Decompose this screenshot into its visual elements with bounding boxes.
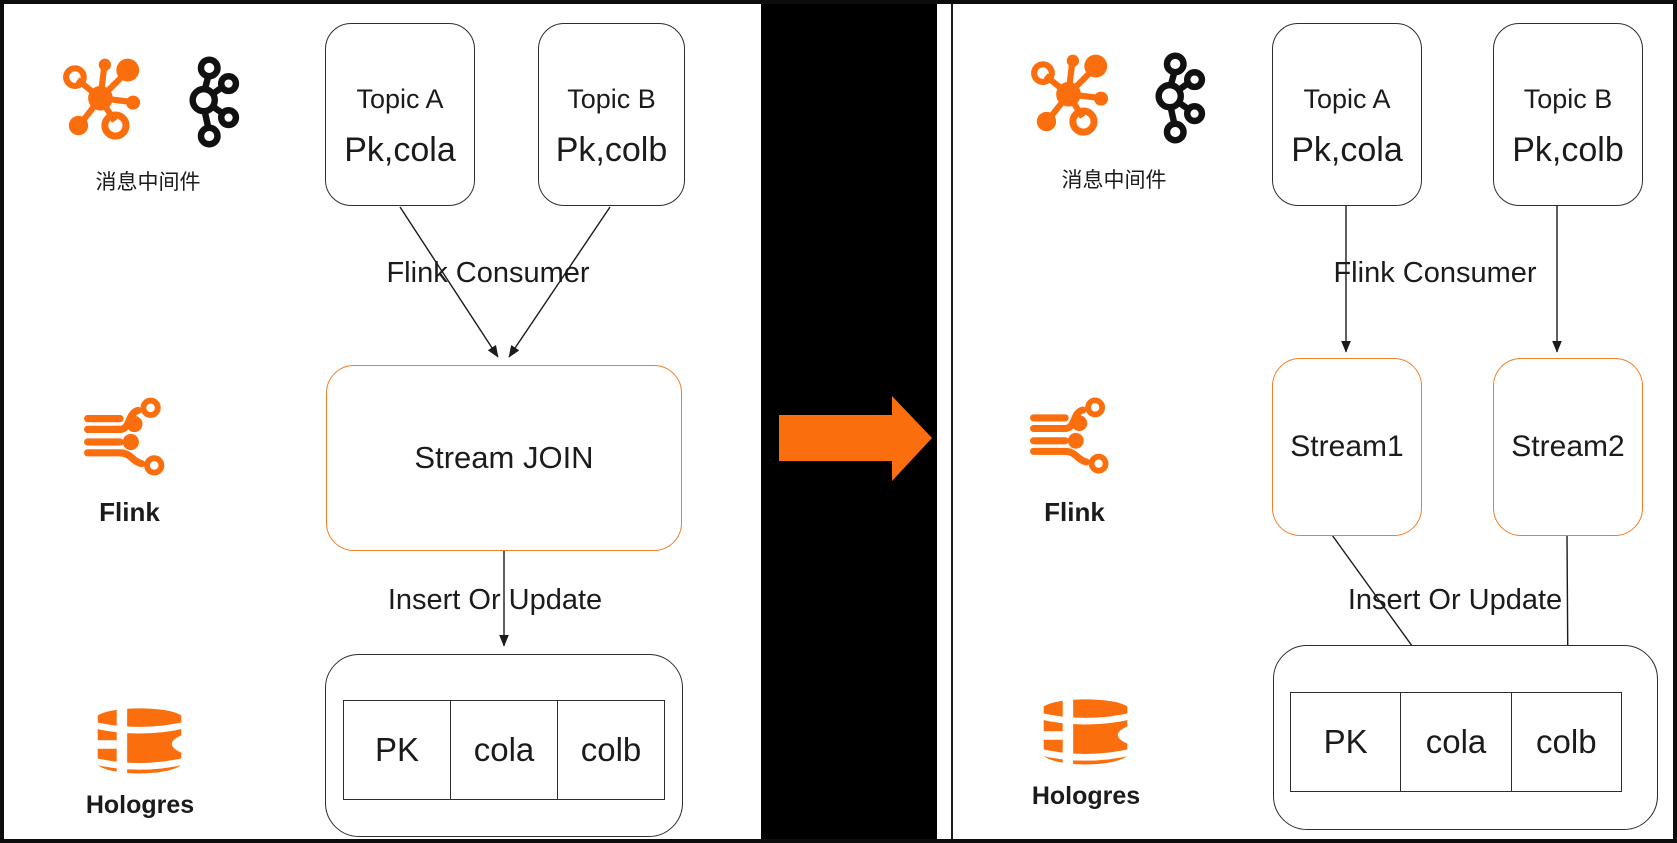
topic-a-box: Topic A Pk,cola bbox=[1272, 23, 1422, 206]
right-panel-edge bbox=[951, 4, 953, 839]
hologres-label: Hologres bbox=[1031, 782, 1141, 810]
mq-splat-icon bbox=[60, 56, 148, 144]
hologres-table: PK cola colb bbox=[343, 700, 665, 800]
middleware-label: 消息中间件 bbox=[1061, 169, 1167, 192]
kafka-icon bbox=[1150, 52, 1206, 144]
flink-consumer-label: Flink Consumer bbox=[1333, 257, 1537, 289]
topic-b-box: Topic B Pk,colb bbox=[538, 23, 685, 206]
flink-label: Flink bbox=[1044, 497, 1105, 527]
topic-b-title: Topic B bbox=[1523, 83, 1613, 114]
insert-or-update-label: Insert Or Update bbox=[387, 584, 603, 616]
table-col-pk: PK bbox=[344, 701, 451, 799]
stream2-box: Stream2 bbox=[1493, 358, 1643, 536]
topic-a-box: Topic A Pk,cola bbox=[325, 23, 475, 206]
topic-a-title: Topic A bbox=[1303, 83, 1391, 114]
flink-circuit-icon bbox=[83, 388, 175, 478]
kafka-icon bbox=[184, 56, 240, 148]
topic-b-key: Pk,colb bbox=[1512, 130, 1624, 169]
topic-a-key: Pk,cola bbox=[1291, 130, 1403, 169]
table-col-cola: cola bbox=[451, 701, 558, 799]
stream-join-box: Stream JOIN bbox=[326, 365, 682, 551]
topic-b-key: Pk,colb bbox=[555, 130, 668, 169]
big-right-arrow-icon bbox=[779, 396, 935, 482]
topic-a-key: Pk,cola bbox=[344, 130, 456, 169]
hologres-icon bbox=[92, 704, 187, 784]
flink-consumer-label: Flink Consumer bbox=[386, 257, 590, 289]
topic-b-title: Topic B bbox=[567, 83, 656, 114]
mq-splat-icon bbox=[1028, 52, 1116, 140]
table-col-cola: cola bbox=[1401, 693, 1512, 791]
hologres-table: PK cola colb bbox=[1290, 692, 1622, 792]
hologres-icon bbox=[1038, 695, 1133, 775]
flink-label: Flink bbox=[99, 497, 160, 527]
table-col-pk: PK bbox=[1291, 693, 1402, 791]
stream2-label: Stream2 bbox=[1511, 430, 1625, 463]
insert-or-update-label: Insert Or Update bbox=[1347, 584, 1563, 616]
table-col-colb: colb bbox=[580, 731, 642, 768]
middleware-label: 消息中间件 bbox=[95, 171, 201, 194]
stream-join-label: Stream JOIN bbox=[414, 440, 594, 475]
stream1-box: Stream1 bbox=[1272, 358, 1422, 536]
hologres-label: Hologres bbox=[85, 791, 195, 819]
topic-b-box: Topic B Pk,colb bbox=[1493, 23, 1643, 206]
stream1-label: Stream1 bbox=[1290, 430, 1404, 463]
flink-circuit-icon bbox=[1029, 388, 1119, 476]
table-col-colb: colb bbox=[1536, 723, 1597, 760]
topic-a-title: Topic A bbox=[356, 83, 444, 114]
divider-band bbox=[761, 0, 937, 843]
